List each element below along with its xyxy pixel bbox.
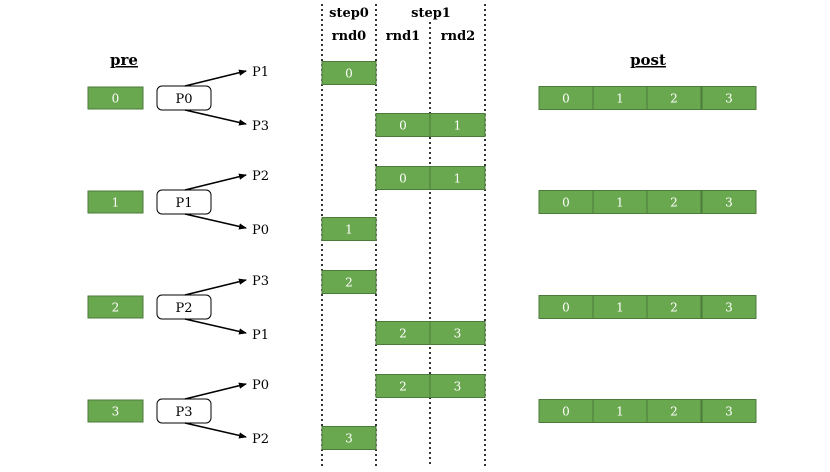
transfer-cell-value: 1 — [345, 223, 353, 237]
send-arrow — [184, 69, 247, 87]
send-arrow — [184, 422, 247, 439]
post-cell-value: 0 — [562, 196, 570, 210]
step1-header: step1 — [411, 6, 451, 21]
transfer-cell-value: 2 — [399, 327, 407, 341]
send-arrow — [184, 318, 247, 335]
post-cell-value: 1 — [616, 92, 624, 106]
transfer-cell-value: 0 — [345, 67, 353, 81]
transfer-cell — [321, 270, 377, 294]
pre-cell — [87, 86, 144, 110]
transfer-cell — [321, 61, 377, 85]
transfer-cell-value: 2 — [399, 380, 407, 394]
post-cell-value: 2 — [670, 405, 678, 419]
destination-label: P2 — [252, 432, 269, 447]
process-label: P2 — [175, 301, 192, 316]
transfer-cell-value: 3 — [454, 327, 462, 341]
post-cell-value: 0 — [562, 405, 570, 419]
destination-label: P1 — [252, 65, 269, 80]
step0-header: step0 — [329, 6, 369, 21]
post-cell-value: 3 — [725, 301, 733, 315]
process-box — [156, 398, 212, 424]
transfer-blocks: 0 0 1 0 1 1 2 2 3 2 3 3 — [321, 61, 486, 450]
pre-cell-value: 2 — [112, 301, 120, 315]
transfer-cell-value: 0 — [399, 172, 407, 186]
post-cell — [701, 295, 757, 319]
post-cell-value: 1 — [616, 301, 624, 315]
transfer-cell — [429, 321, 486, 345]
rnd2-header: rnd2 — [441, 29, 475, 44]
pre-cell-value: 3 — [112, 405, 120, 419]
transfer-cell-value: 3 — [454, 380, 462, 394]
transfer-cell — [429, 374, 486, 398]
post-cell — [646, 86, 702, 110]
process-label: P1 — [175, 196, 192, 211]
post-cell-value: 0 — [562, 301, 570, 315]
send-arrow — [184, 213, 247, 230]
send-arrow — [184, 109, 247, 126]
transfer-cell-value: 0 — [399, 119, 407, 133]
pre-title: pre — [110, 51, 138, 69]
post-cell-value: 3 — [725, 92, 733, 106]
post-cell — [646, 295, 702, 319]
send-arrow — [184, 278, 247, 296]
destination-label: P3 — [252, 119, 269, 134]
post-cell-value: 3 — [725, 405, 733, 419]
pre-cell-value: 0 — [112, 92, 120, 106]
post-cell-value: 1 — [616, 196, 624, 210]
process-box — [156, 85, 212, 111]
destination-label: P2 — [252, 169, 269, 184]
transfer-cell-value: 1 — [454, 119, 462, 133]
post-cell — [646, 190, 702, 214]
post-cell-value: 0 — [562, 92, 570, 106]
transfer-cell — [429, 113, 486, 137]
destination-label: P1 — [252, 328, 269, 343]
transfer-cell — [321, 426, 377, 450]
pre-cell — [87, 399, 144, 423]
post-cell — [646, 399, 702, 423]
post-cell-value: 3 — [725, 196, 733, 210]
pre-cell-value: 1 — [112, 196, 120, 210]
destination-label: P3 — [252, 274, 269, 289]
send-arrow — [184, 382, 247, 400]
destination-label: P0 — [252, 223, 269, 238]
post-cell — [701, 399, 757, 423]
pre-cell — [87, 190, 144, 214]
post-cell — [701, 190, 757, 214]
rnd1-header: rnd1 — [386, 29, 420, 44]
process-label: P0 — [175, 92, 192, 107]
post-cell-value: 2 — [670, 196, 678, 210]
transfer-cell-value: 3 — [345, 432, 353, 446]
transfer-cell-value: 1 — [454, 172, 462, 186]
post-cell-value: 1 — [616, 405, 624, 419]
transfer-cell — [429, 166, 486, 190]
pre-cell — [87, 295, 144, 319]
process-label: P3 — [175, 405, 192, 420]
process-box — [156, 189, 212, 215]
transfer-cell-value: 2 — [345, 276, 353, 290]
process-box — [156, 294, 212, 320]
rnd0-header: rnd0 — [332, 29, 366, 44]
post-cell — [701, 86, 757, 110]
transfer-cell — [321, 217, 377, 241]
destination-label: P0 — [252, 378, 269, 393]
post-cell-value: 2 — [670, 301, 678, 315]
send-arrow — [184, 173, 247, 191]
post-cell-value: 2 — [670, 92, 678, 106]
post-title: post — [630, 51, 666, 69]
